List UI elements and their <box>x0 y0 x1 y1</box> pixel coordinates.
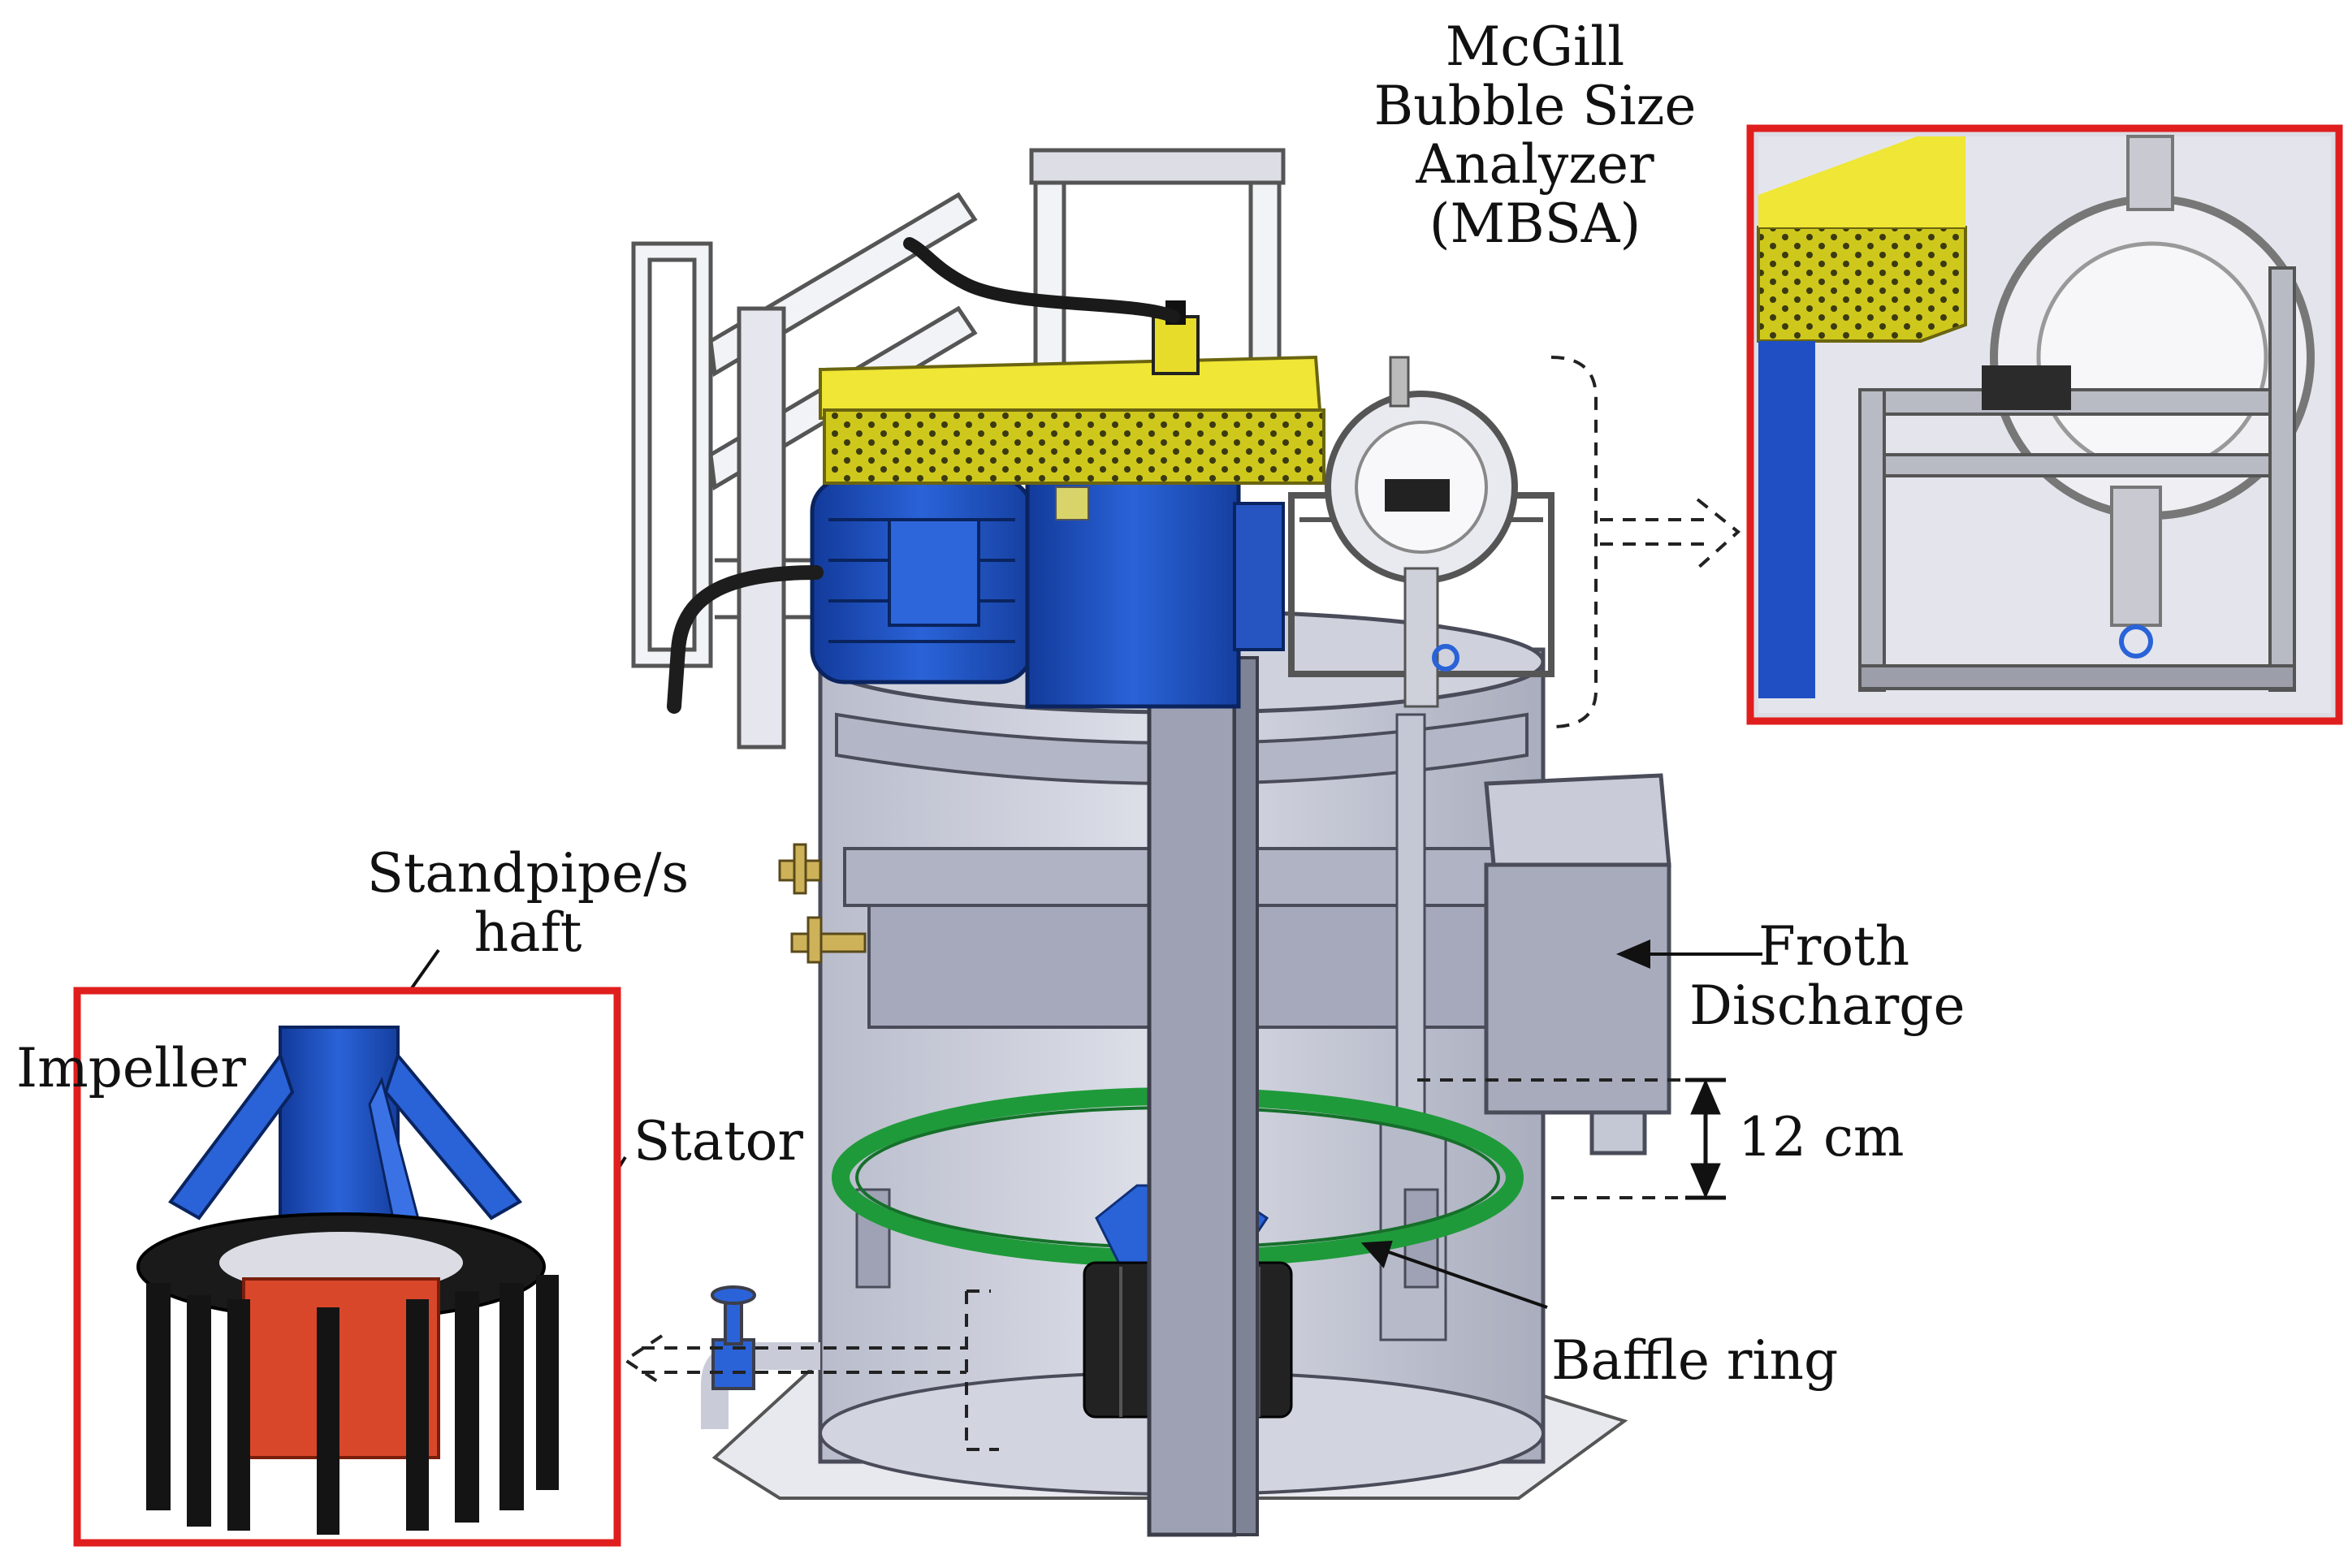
inset-mbsa <box>1750 128 2339 721</box>
froth-discharge-box <box>1484 773 1671 1155</box>
inset-rotor-stator-frame <box>73 987 621 1547</box>
mbsa-label-line2: Bubble Size <box>1373 74 1697 137</box>
inset-mbsa-frame <box>1746 124 2343 725</box>
standpipe-label-line1: Standpipe/s <box>366 842 690 905</box>
froth-label-line1: Froth <box>1758 915 1910 978</box>
mbsa-label-line3: Analyzer <box>1416 133 1654 197</box>
standpipe-label: Standpipe/s haft <box>349 844 707 962</box>
mbsa-label-line1: McGill <box>1445 15 1625 78</box>
mbsa-label-line4: (MBSA) <box>1429 192 1641 255</box>
froth-label-line2: Discharge <box>1689 974 1965 1037</box>
impeller-label: Impeller <box>16 1037 246 1099</box>
drive-motor <box>810 469 1285 709</box>
stator-label: Stator <box>633 1110 803 1173</box>
drive-cover <box>819 300 1325 485</box>
mbsa-unit <box>1288 356 1555 708</box>
callout-lines <box>642 356 1714 1451</box>
mbsa-label: McGill Bubble Size Analyzer (MBSA) <box>1340 15 1730 255</box>
baffle-ring-label: Baffle ring <box>1551 1329 1839 1392</box>
callout-arrowheads <box>622 498 1741 1386</box>
gap-label: 12 cm <box>1738 1106 1905 1168</box>
air-hose <box>903 237 1180 323</box>
standpipe-label-line2: haft <box>473 901 582 964</box>
front-column <box>1147 655 1259 1537</box>
froth-discharge-label: Froth Discharge <box>1689 915 1965 1037</box>
inset-rotor-stator <box>77 991 617 1543</box>
side-valves <box>778 843 867 964</box>
motor-cable <box>667 565 824 714</box>
dimension-12cm <box>1685 1078 1726 1200</box>
